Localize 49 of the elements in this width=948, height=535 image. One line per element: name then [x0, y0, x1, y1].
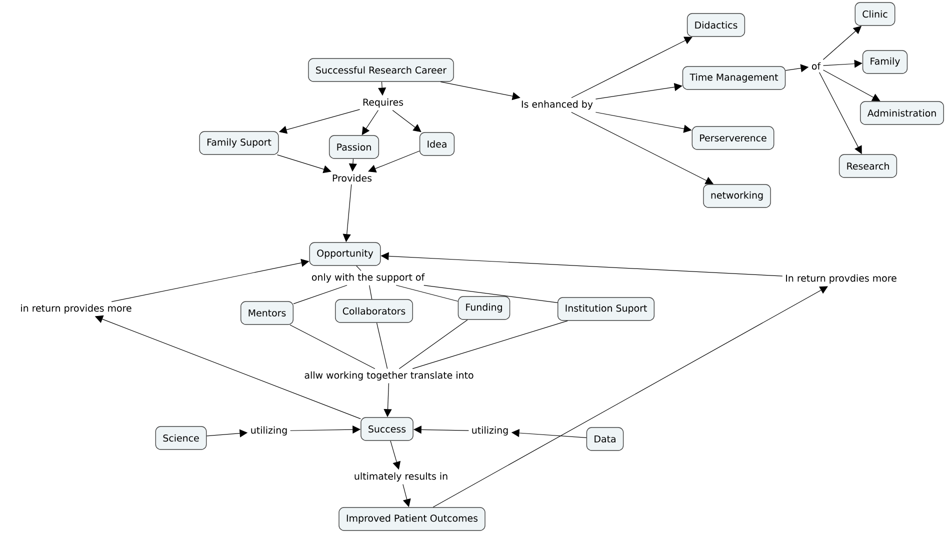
connector-line: [369, 284, 372, 300]
arrow: [276, 154, 332, 174]
linking-phrase: ultimately results in: [354, 472, 448, 482]
connector-line: [376, 322, 388, 369]
connector-line: [293, 284, 348, 304]
linking-phrase: Is enhanced by: [522, 100, 593, 110]
concept-box: Family Suport: [199, 131, 279, 155]
concept-box: Success: [360, 417, 414, 441]
linking-phrase: in return provides more: [21, 304, 132, 314]
concept-box: Science: [155, 426, 207, 450]
concept-box: Successful Research Career: [308, 58, 454, 82]
arrow: [595, 83, 682, 100]
arrow: [392, 110, 422, 132]
connector-line: [356, 266, 362, 271]
concept-box: Idea: [419, 132, 455, 156]
linking-phrase: of: [812, 62, 821, 70]
concept-box: Funding: [458, 296, 510, 320]
connector-line: [396, 284, 458, 302]
concept-box: Administration: [860, 101, 944, 125]
concept-box: Opportunity: [309, 242, 381, 266]
concept-box: Perserverence: [692, 126, 774, 150]
concept-box: Improved Patient Outcomes: [338, 507, 486, 531]
linking-phrase: utilizing: [251, 426, 287, 436]
linking-phrase: allw working together translate into: [304, 371, 474, 381]
concept-box: Didactics: [686, 13, 746, 37]
concept-box: Clinic: [854, 2, 896, 26]
concept-box: Collaborators: [335, 299, 413, 323]
concept-box: Institution Suport: [558, 297, 655, 321]
arrow: [822, 70, 880, 102]
concept-box: Family: [862, 50, 908, 74]
concept-box: Research: [838, 154, 898, 178]
linking-phrase: Requires: [363, 98, 404, 108]
arrow: [571, 36, 692, 98]
arrow: [822, 60, 862, 68]
linking-phrase: only with the support of: [312, 273, 425, 283]
connector-line: [290, 324, 376, 369]
concept-box: Data: [586, 427, 624, 451]
arrow: [440, 82, 520, 100]
linking-phrase: In return provdies more: [786, 274, 896, 284]
concept-box: Passion: [328, 135, 380, 159]
arrow: [432, 286, 828, 508]
connector-line: [398, 320, 468, 369]
connector-line: [412, 320, 568, 369]
linking-phrase: utilizing: [472, 426, 508, 436]
linking-phrase: Provides: [332, 174, 372, 182]
connector-line: [424, 284, 558, 303]
concept-box: Mentors: [240, 301, 294, 325]
concept-box: networking: [703, 184, 771, 208]
concept-box: Time Management: [682, 66, 786, 90]
